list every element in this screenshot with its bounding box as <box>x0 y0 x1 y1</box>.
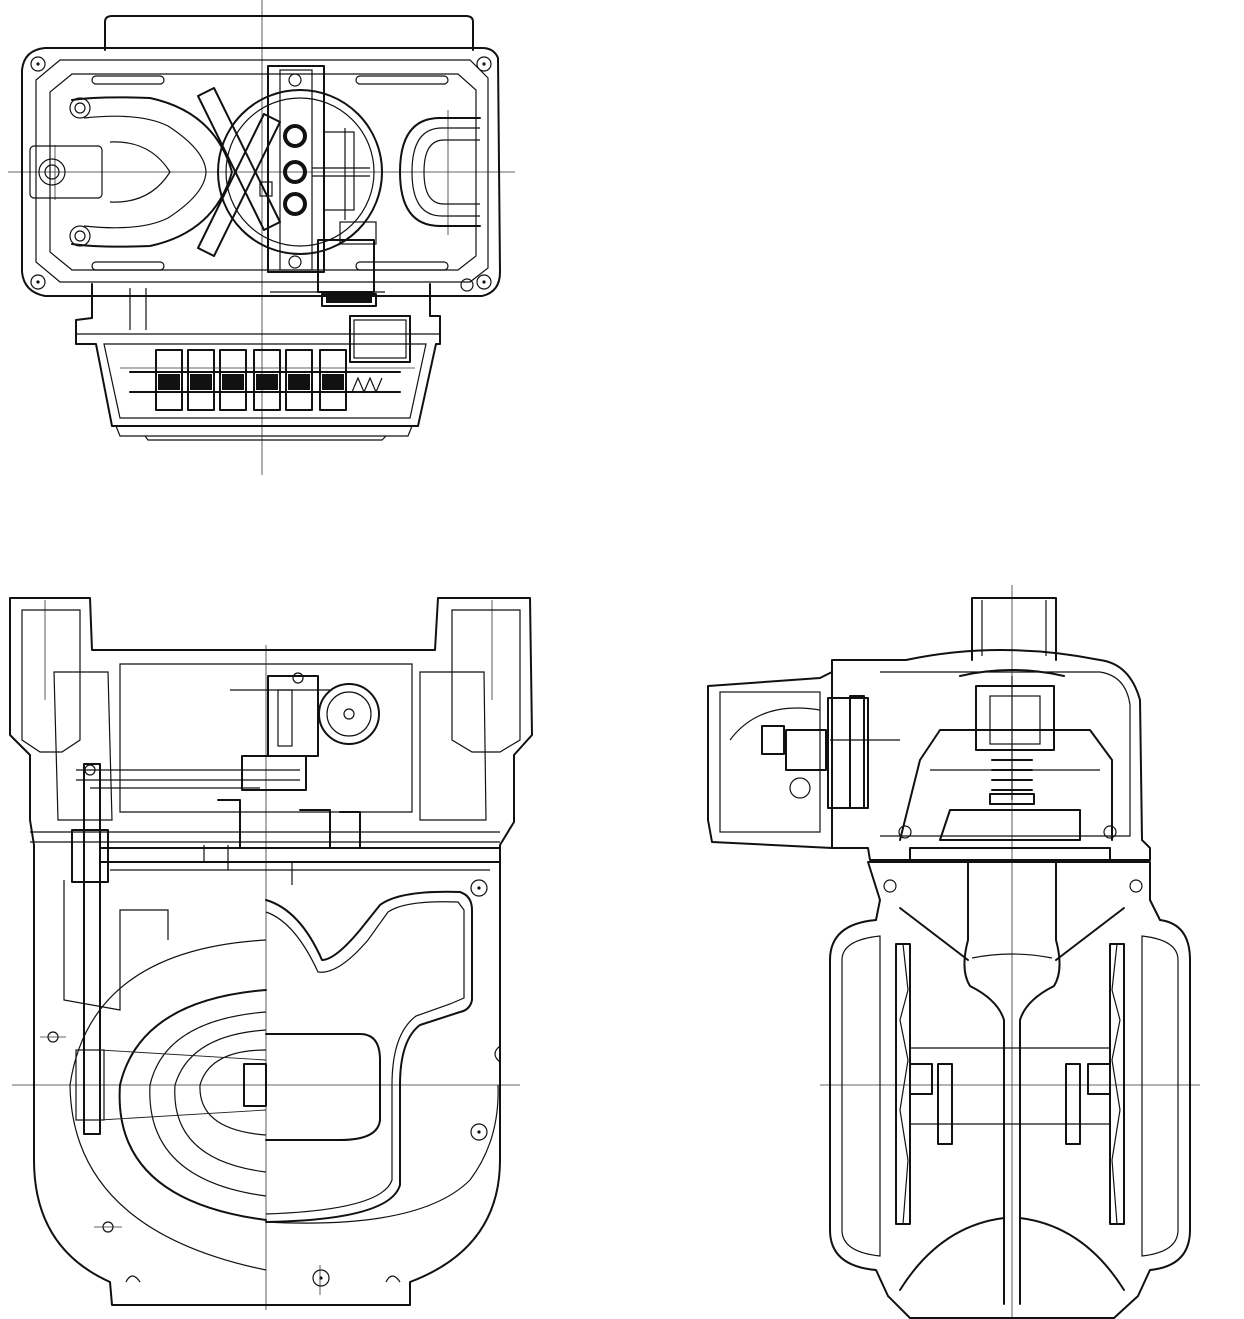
right-port-loop <box>399 117 481 227</box>
side-section <box>707 585 1200 1319</box>
inlet-port <box>21 609 81 753</box>
reference-marks <box>40 1031 401 1295</box>
valve-screw <box>883 669 1143 893</box>
housing-inner-wall <box>35 59 489 283</box>
top-flange-tab <box>104 15 474 51</box>
body-outer <box>9 597 533 1306</box>
counter-housing <box>75 283 441 441</box>
diaphragm-chamber-right <box>265 879 501 1287</box>
index-mechanism <box>76 672 380 791</box>
left-yoke <box>29 96 233 248</box>
vent-slots <box>91 75 449 271</box>
outlet-port <box>451 609 521 753</box>
lever-arm <box>71 763 109 1135</box>
central-disc <box>217 89 383 255</box>
diaphragm-chamber-left <box>63 880 267 1271</box>
lower-body-outer <box>829 861 1191 1319</box>
front-section <box>9 597 533 1310</box>
top-view <box>8 0 515 475</box>
housing-outer <box>21 47 501 297</box>
central-diaphragm <box>899 861 1125 1305</box>
central-disc-inner <box>225 97 375 247</box>
upper-cover <box>831 649 1151 861</box>
drive-block <box>270 221 385 307</box>
corner-bolts <box>30 56 492 292</box>
shaft <box>99 847 501 863</box>
top-port <box>971 597 1057 661</box>
housing-inner-recess <box>49 73 477 271</box>
slide-bar <box>259 65 370 273</box>
diaphragm-plates <box>895 943 1125 1225</box>
index-box <box>707 671 900 849</box>
